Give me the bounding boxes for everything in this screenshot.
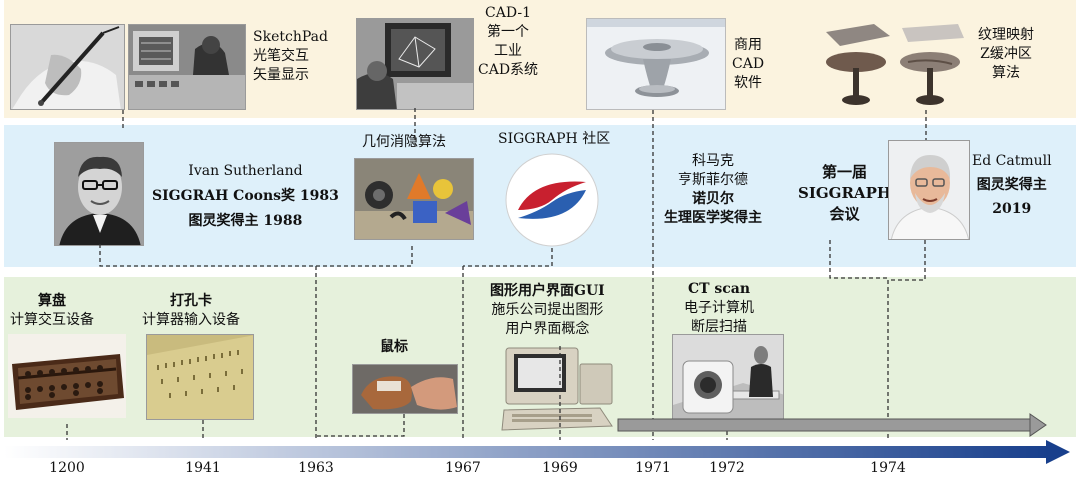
catmull-portrait — [888, 140, 970, 240]
event-commercial-cad: 商用 CAD 软件 — [732, 37, 765, 91]
year-tick: 1963 — [298, 460, 334, 476]
texture-mapping-photo — [818, 18, 968, 110]
event-gui: 图形用户界面GUI 施乐公司提出图形 用户界面概念 — [490, 283, 605, 337]
commercial-cad-photo — [586, 18, 726, 110]
sketchpad-console-photo — [128, 24, 246, 110]
hidden-surface-render — [354, 158, 474, 240]
ct-scanner-photo — [672, 334, 784, 424]
punch-card-photo — [146, 334, 254, 420]
year-tick: 1971 — [635, 460, 671, 476]
year-tick: 1200 — [49, 460, 85, 476]
event-ct-scan: CT scan 电子计算机 断层扫描 — [684, 281, 754, 335]
year-tick: 1969 — [542, 460, 578, 476]
event-mouse-title: 鼠标 — [380, 339, 408, 355]
event-sutherland: Ivan Sutherland SIGGRAH Coons奖 1983 图灵奖得… — [152, 163, 339, 229]
event-punch-card: 打孔卡 计算器输入设备 — [142, 293, 240, 328]
siggraph-logo — [504, 152, 600, 248]
event-hidden-surface-title: 几何消隐算法 — [362, 134, 446, 150]
year-tick: 1941 — [185, 460, 221, 476]
event-cad1: CAD-1 第一个 工业 CAD系统 — [478, 5, 539, 78]
event-first-siggraph: 第一届 SIGGRAPH 会议 — [798, 163, 892, 223]
year-tick: 1967 — [445, 460, 481, 476]
event-sketchpad: SketchPad 光笔交互 矢量显示 — [253, 29, 328, 83]
event-cormack-hounsfield: 科马克 亨斯菲尔德 诺贝尔 生理医学奖得主 — [664, 153, 762, 226]
year-tick: 1972 — [709, 460, 745, 476]
xerox-computer-photo — [500, 346, 616, 432]
sutherland-portrait — [54, 142, 144, 246]
year-tick: 1974 — [870, 460, 906, 476]
event-catmull: Ed Catmull 图灵奖得主 2019 — [972, 153, 1052, 217]
abacus-photo — [8, 334, 126, 418]
event-abacus: 算盘 计算交互设备 — [10, 293, 94, 328]
cad1-photo — [356, 18, 474, 110]
sketchpad-lightpen-photo — [10, 24, 125, 110]
event-siggraph-community-title: SIGGRAPH 社区 — [498, 131, 611, 147]
event-texture-mapping: 纹理映射 Z缓冲区 算法 — [978, 27, 1034, 81]
mouse-photo — [352, 364, 458, 414]
